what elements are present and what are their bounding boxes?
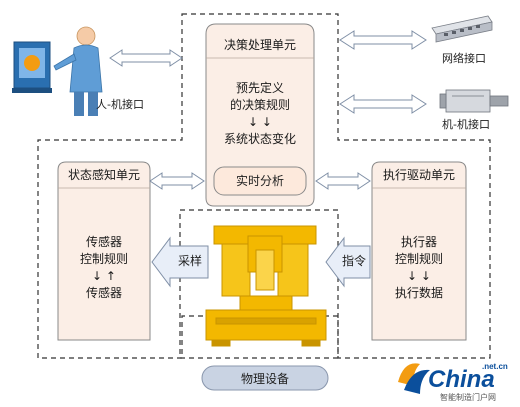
watermark-slogan: 智能制造门户网 bbox=[440, 393, 496, 402]
decision-line-3: ↓ ↓ bbox=[248, 115, 272, 129]
sensing-line-1: 传感器 bbox=[85, 235, 122, 249]
realtime-analysis-label: 实时分析 bbox=[235, 174, 284, 188]
sensing-line-2: 控制规则 bbox=[79, 252, 128, 266]
execution-unit-box bbox=[371, 161, 467, 341]
physical-device-bar bbox=[201, 365, 329, 391]
person-at-monitor-icon bbox=[12, 26, 103, 116]
command-label: 指令 bbox=[341, 254, 366, 268]
sensing-line-3: ↓ ↑ bbox=[92, 269, 116, 283]
sensing-unit-title: 状态感知单元 bbox=[67, 168, 140, 182]
sampling-label: 采样 bbox=[177, 254, 202, 268]
machine-interface-label: 机-机接口 bbox=[442, 118, 490, 131]
decision-line-4: 系统状态变化 bbox=[223, 132, 296, 146]
decision-line-1: 预先定义 bbox=[235, 81, 284, 95]
execution-line-3: ↓ ↓ bbox=[407, 269, 431, 283]
decision-unit-box bbox=[205, 23, 315, 207]
execution-line-2: 控制规则 bbox=[394, 252, 443, 266]
network-interface-label: 网络接口 bbox=[442, 52, 486, 65]
decision-line-2: 的决策规则 bbox=[229, 98, 290, 112]
command-arrow bbox=[325, 236, 371, 288]
industrial-machine-icon bbox=[205, 225, 327, 347]
sensing-line-4: 传感器 bbox=[85, 286, 122, 300]
arrow-sensing-decision bbox=[149, 172, 205, 190]
execution-line-1: 执行器 bbox=[400, 235, 437, 249]
arrow-human-decision bbox=[109, 49, 183, 67]
execution-line-4: 执行数据 bbox=[394, 286, 443, 300]
realtime-analysis-box bbox=[213, 166, 307, 196]
arrow-decision-network bbox=[339, 30, 427, 50]
network-switch-icon bbox=[431, 15, 493, 43]
execution-unit-title: 执行驱动单元 bbox=[382, 168, 455, 182]
sampling-arrow bbox=[151, 236, 209, 288]
decision-unit-title: 决策处理单元 bbox=[223, 38, 296, 52]
arrow-decision-execution bbox=[315, 172, 371, 190]
physical-device-label: 物理设备 bbox=[240, 372, 289, 386]
human-interface-label: 人-机接口 bbox=[96, 98, 144, 111]
china-logo-mark bbox=[398, 363, 430, 394]
sensing-unit-box bbox=[57, 161, 151, 341]
decision-unit-content: 预先定义 的决策规则 ↓ ↓ 系统状态变化 bbox=[206, 80, 314, 148]
sensing-unit-content: 传感器 控制规则 ↓ ↑ 传感器 bbox=[58, 234, 150, 302]
execution-unit-content: 执行器 控制规则 ↓ ↓ 执行数据 bbox=[372, 234, 466, 302]
cable-connector-icon bbox=[439, 89, 509, 113]
arrow-decision-machine bbox=[339, 94, 427, 114]
watermark-suffix: .net.cn bbox=[482, 362, 508, 371]
watermark-brand: China bbox=[428, 366, 495, 393]
